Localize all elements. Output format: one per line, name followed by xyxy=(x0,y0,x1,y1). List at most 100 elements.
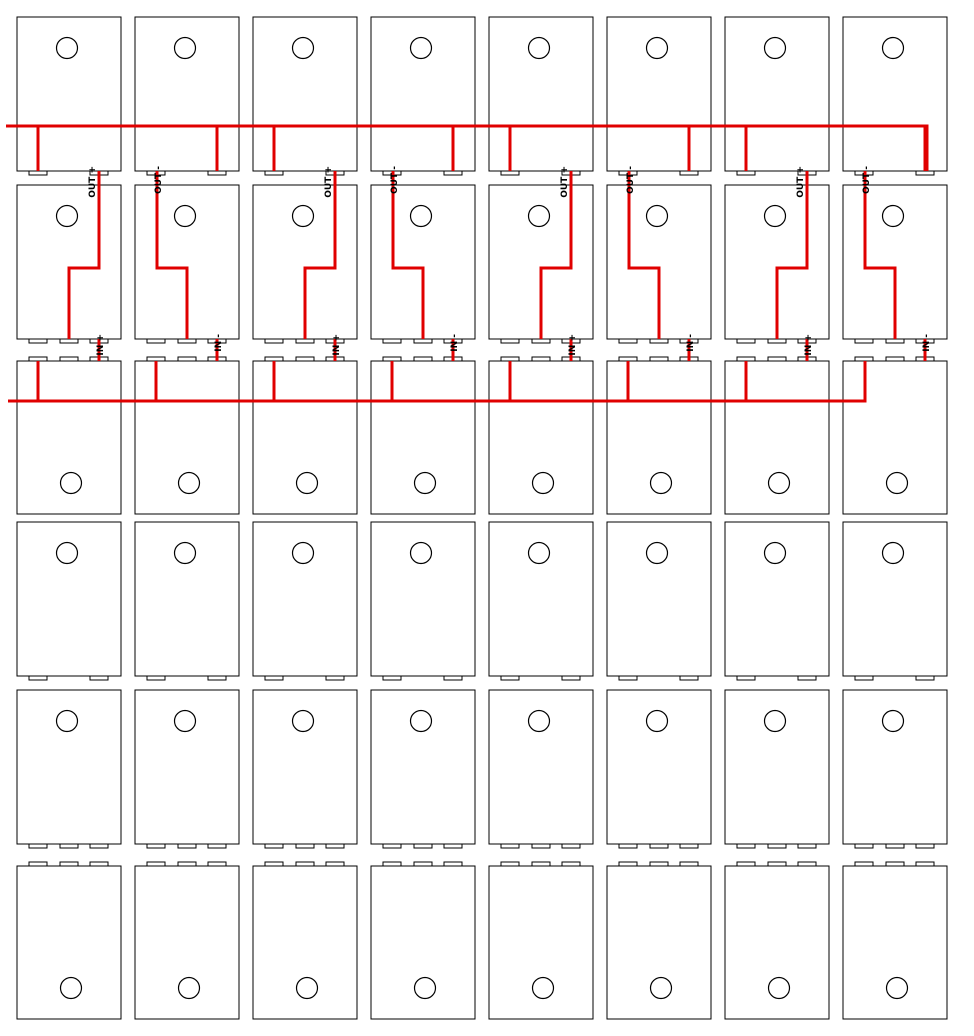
mounting-hole xyxy=(645,709,669,733)
terminal-tab xyxy=(531,861,551,867)
mounting-hole xyxy=(291,204,315,228)
terminal-tab xyxy=(146,356,166,362)
terminal-tab xyxy=(413,338,433,344)
mounting-hole xyxy=(645,204,669,228)
terminal-tab xyxy=(59,356,79,362)
battery-module xyxy=(16,356,122,515)
terminal-tab xyxy=(28,356,48,362)
terminal-tab xyxy=(915,843,935,849)
terminal-tab xyxy=(264,170,284,176)
mounting-hole xyxy=(649,471,673,495)
terminal-tab xyxy=(736,861,756,867)
battery-module xyxy=(134,16,240,176)
battery-module xyxy=(842,356,948,515)
terminal-tab xyxy=(885,843,905,849)
battery-module xyxy=(488,861,594,1020)
battery-module xyxy=(16,16,122,176)
battery-module xyxy=(16,861,122,1020)
terminal-tab xyxy=(443,675,463,681)
terminal-tab xyxy=(264,356,284,362)
battery-module xyxy=(252,356,358,515)
terminal-tab xyxy=(500,861,520,867)
battery-module xyxy=(252,689,358,849)
battery-module xyxy=(724,521,830,681)
battery-module xyxy=(252,521,358,681)
terminal-tab xyxy=(854,338,874,344)
mounting-hole xyxy=(291,709,315,733)
terminal-tab xyxy=(28,861,48,867)
terminal-tab xyxy=(797,843,817,849)
battery-module xyxy=(370,689,476,849)
terminal-tab xyxy=(295,338,315,344)
terminal-label: OUT + xyxy=(324,166,334,198)
mounting-hole xyxy=(881,36,905,60)
battery-module xyxy=(370,16,476,176)
terminal-tab xyxy=(295,356,315,362)
battery-module xyxy=(134,861,240,1020)
battery-module xyxy=(606,861,712,1020)
mounting-hole xyxy=(531,976,555,1000)
terminal-tab xyxy=(679,861,699,867)
mounting-hole xyxy=(55,709,79,733)
battery-module xyxy=(606,689,712,849)
battery-module xyxy=(370,861,476,1020)
terminal-tab xyxy=(264,843,284,849)
terminal-tab xyxy=(207,675,227,681)
mounting-hole xyxy=(763,36,787,60)
mounting-hole xyxy=(59,471,83,495)
terminal-tab xyxy=(89,861,109,867)
battery-module xyxy=(488,521,594,681)
mounting-hole xyxy=(409,204,433,228)
terminal-tab xyxy=(146,675,166,681)
terminal-tab xyxy=(28,675,48,681)
mounting-hole xyxy=(177,976,201,1000)
mounting-hole xyxy=(55,541,79,565)
battery-module xyxy=(252,861,358,1020)
mounting-hole xyxy=(645,541,669,565)
terminal-tab xyxy=(618,843,638,849)
terminal-tab xyxy=(736,338,756,344)
terminal-tab xyxy=(146,338,166,344)
terminal-label: IN - xyxy=(450,334,460,352)
terminal-tab xyxy=(854,861,874,867)
series-jumper-wire xyxy=(303,171,337,339)
terminal-tab xyxy=(146,861,166,867)
terminal-tab xyxy=(618,861,638,867)
terminal-tab xyxy=(736,356,756,362)
terminal-tab xyxy=(382,356,402,362)
battery-module xyxy=(488,689,594,849)
mounting-hole xyxy=(527,709,551,733)
terminal-tab xyxy=(649,356,669,362)
battery-module xyxy=(488,16,594,176)
series-jumper-wire xyxy=(155,171,189,339)
terminal-tab xyxy=(89,675,109,681)
terminal-tab xyxy=(443,843,463,849)
terminal-tab xyxy=(618,338,638,344)
battery-module xyxy=(842,521,948,681)
terminal-tab xyxy=(854,843,874,849)
battery-module xyxy=(370,356,476,515)
mounting-hole xyxy=(881,541,905,565)
terminal-label: IN - xyxy=(686,334,696,352)
terminal-tab xyxy=(413,356,433,362)
terminal-tab xyxy=(679,170,699,176)
terminal-label: OUT - xyxy=(862,166,872,194)
terminal-tab xyxy=(679,675,699,681)
terminal-tab xyxy=(767,861,787,867)
battery-module xyxy=(134,521,240,681)
terminal-tab xyxy=(177,843,197,849)
terminal-label: IN - xyxy=(214,334,224,352)
terminal-label: OUT - xyxy=(154,166,164,194)
terminal-tab xyxy=(885,338,905,344)
module-body xyxy=(842,865,948,1020)
series-jumper-wire xyxy=(863,171,897,339)
mounting-hole xyxy=(177,471,201,495)
battery-module xyxy=(842,689,948,849)
mounting-hole xyxy=(649,976,673,1000)
terminal-tab xyxy=(561,843,581,849)
terminal-tab xyxy=(28,338,48,344)
terminal-tab xyxy=(325,843,345,849)
terminal-tab xyxy=(797,861,817,867)
series-jumper-wire xyxy=(775,171,809,339)
